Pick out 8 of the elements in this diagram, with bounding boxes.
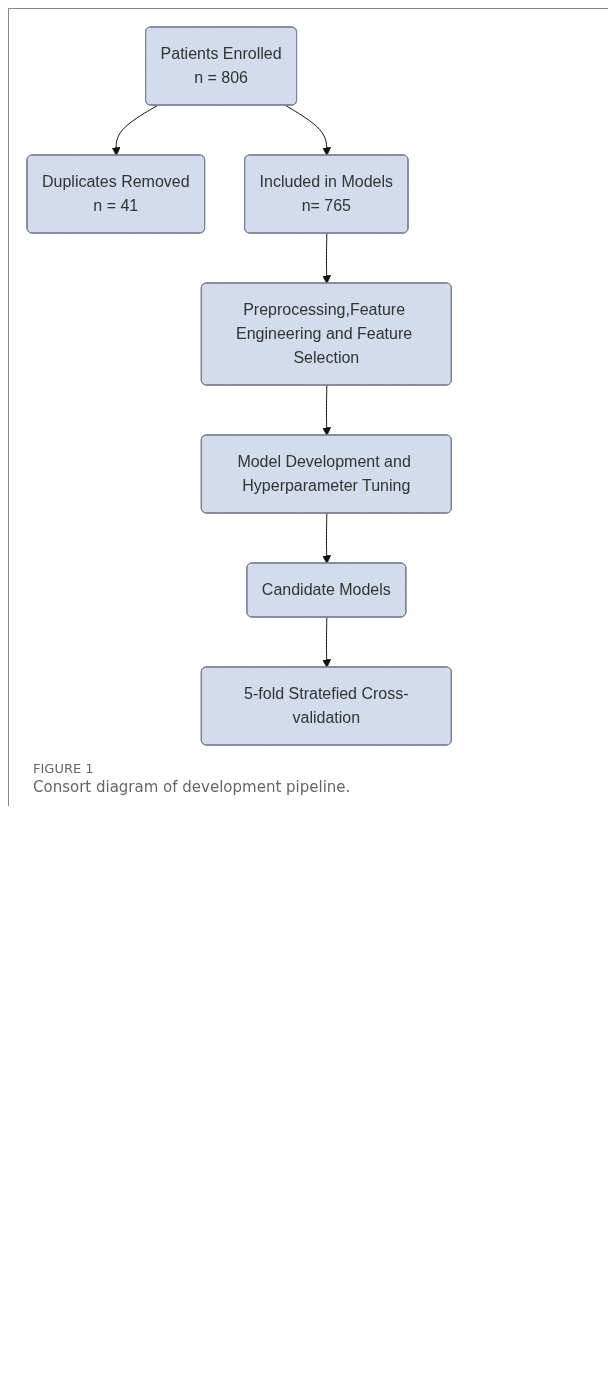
arrow: [322, 385, 332, 436]
caption: Consort diagram of development pipeline.: [33, 778, 352, 796]
arrow: [322, 617, 332, 668]
arrow: [111, 105, 158, 156]
arrow: [285, 105, 332, 156]
figure-label: FIGURE 1: [33, 761, 95, 776]
arrow: [322, 233, 332, 284]
arrow: [322, 513, 332, 564]
